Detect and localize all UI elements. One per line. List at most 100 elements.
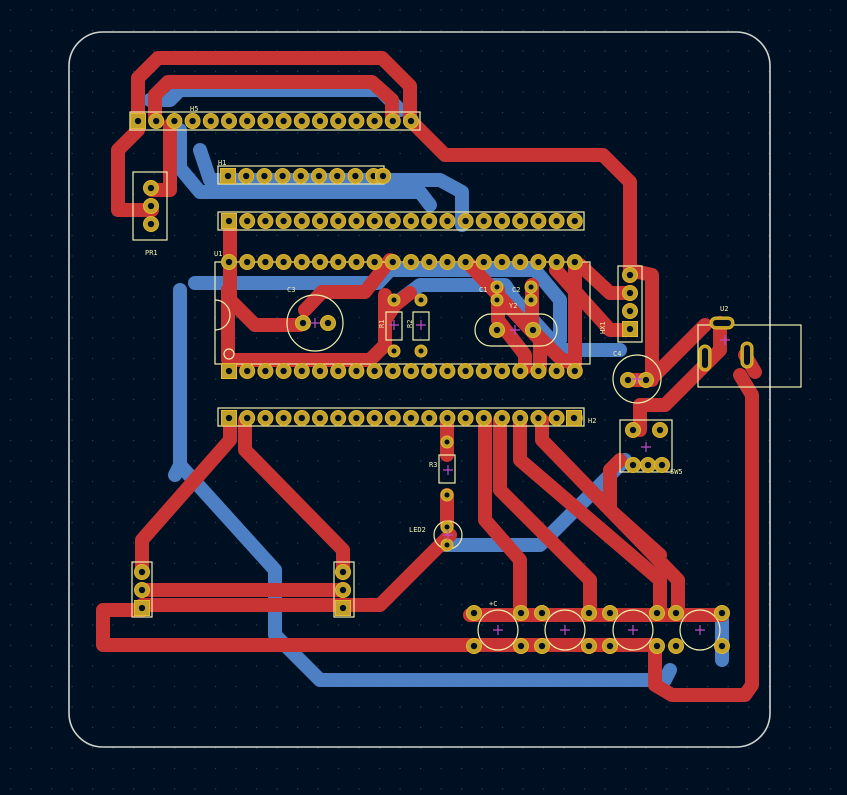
front-trace-1: [131, 51, 417, 127]
front-trace-2: [148, 75, 399, 127]
pad-cap-row-top-1-hole: [470, 609, 478, 617]
pad-u1-header-1-hole: [225, 217, 233, 225]
pad-cap-row-top-3-hole: [538, 609, 546, 617]
front-trace-18: [238, 413, 350, 577]
pad-u1-header-11-hole: [407, 217, 415, 225]
label-c3: C3: [287, 286, 295, 294]
center-marker-2: [389, 320, 399, 330]
silk-y2-outline: [474, 313, 558, 347]
pad-u1-header-13-hole: [444, 217, 451, 225]
pad-u1-bottom-20-hole: [571, 367, 578, 375]
pad-u1-header-9-hole: [371, 217, 378, 225]
pad-jr-2-hole: [339, 586, 347, 594]
front-trace-24: [478, 413, 527, 617]
back-trace-6: [168, 458, 187, 482]
pad-jl-1-hole: [138, 568, 146, 576]
pad-u1-top-9-hole: [371, 258, 378, 266]
pad-h5-5-hole: [207, 117, 214, 125]
pad-h2-19-hole: [553, 414, 560, 422]
pad-jl-2-hole: [138, 586, 146, 594]
pad-y2-1-hole: [493, 326, 501, 334]
pad-h5-4-hole: [189, 117, 196, 125]
pad-u1-bottom-17-hole: [517, 367, 524, 375]
silk-u1-body-outline: [214, 261, 591, 365]
pad-h2-12-hole: [426, 414, 433, 422]
pad-cap-row-bottom-4-hole: [585, 642, 593, 650]
pad-sw5-1-hole: [629, 426, 637, 434]
pad-r3-2-hole: [444, 492, 450, 498]
pad-cap-row-bottom-7-hole: [672, 642, 680, 650]
pad-u1-top-10-hole: [389, 258, 396, 266]
front-trace-26: [513, 413, 667, 617]
pad-u1-top-6-hole: [316, 258, 324, 266]
front-trace-29: [633, 316, 727, 437]
pad-u1-header-5-hole: [298, 217, 305, 225]
pad-c3-2-hole: [324, 319, 332, 327]
pad-u1-top-20-hole: [571, 258, 578, 266]
silk-cap-row-outline-1: [477, 609, 519, 651]
pads-layer: [130, 113, 754, 654]
pad-u1-header-10-hole: [389, 217, 396, 225]
pad-h5-16-hole: [407, 117, 415, 125]
pad-h2-9-hole: [371, 414, 378, 422]
silk-u1-pin1-dot: [223, 348, 235, 360]
front-trace-15: [525, 278, 582, 372]
pad-h2-10-hole: [389, 414, 396, 422]
pad-h5-2-hole: [153, 117, 160, 125]
pad-cap-row-bottom-8-hole: [718, 642, 726, 650]
pad-cap-row-bottom-5-hole: [606, 642, 614, 650]
center-marker-10: [493, 625, 503, 635]
pad-cap-row-bottom-3-hole: [538, 642, 546, 650]
pad-c3-1-hole: [299, 319, 307, 327]
pad-u2-2-hole: [702, 348, 708, 368]
silk-pr1-outline: [132, 171, 168, 241]
pad-u1-header-8-hole: [353, 217, 360, 225]
pad-cap-row-top-6-hole: [653, 609, 661, 617]
silk-jumper-left-outline: [131, 561, 153, 618]
pad-u1-header-6-hole: [316, 217, 324, 225]
pad-u1-top-17-hole: [517, 258, 524, 266]
pad-u1-top-14-hole: [462, 258, 469, 266]
label-h5: H5: [190, 105, 198, 113]
pad-u1-top-1-hole: [225, 258, 233, 266]
pad-u1-bottom-18-hole: [535, 367, 542, 375]
center-marker-7: [443, 465, 453, 475]
pad-u1-header-12-hole: [426, 217, 433, 225]
pad-u1-bottom-2-hole: [244, 367, 251, 375]
label-r2: R2: [406, 320, 414, 328]
label-sw5: SW5: [670, 468, 683, 476]
pad-u1-header-16-hole: [498, 217, 506, 225]
pad-jl-3-hole: [138, 604, 146, 612]
pad-hx-3-hole: [626, 307, 634, 315]
pad-h5-6-hole: [225, 117, 233, 125]
silk-r3-body: [438, 454, 456, 484]
pad-h5-13-hole: [353, 117, 360, 125]
pad-cap-row-top-5-hole: [606, 609, 614, 617]
pad-r2-2-hole: [418, 348, 424, 354]
pad-h5-9-hole: [280, 117, 287, 125]
pad-c1-2-hole: [494, 297, 500, 303]
center-marker-8: [443, 530, 453, 540]
pad-u1-top-2-hole: [244, 258, 251, 266]
pad-cap-row-bottom-2-hole: [517, 642, 525, 650]
pad-r1-1-hole: [391, 297, 397, 303]
pad-u1-bottom-4-hole: [280, 367, 287, 375]
center-marker-5: [632, 374, 642, 384]
pad-h5-7-hole: [244, 117, 251, 125]
pad-u1-bottom-14-hole: [462, 367, 469, 375]
label-c4: C4: [613, 350, 621, 358]
pad-u1-header-7-hole: [335, 217, 342, 225]
pad-led2-2-hole: [444, 542, 450, 548]
pad-u1-top-13-hole: [444, 258, 451, 266]
pad-h5-1-hole: [134, 117, 142, 125]
silk-r2-body: [412, 311, 430, 341]
pad-cap-row-top-7-hole: [672, 609, 680, 617]
pad-u1-top-4-hole: [280, 258, 287, 266]
pad-h1-3-hole: [261, 172, 268, 180]
pad-h1-2-hole: [243, 172, 250, 180]
pad-y2-2-hole: [529, 326, 537, 334]
front-trace-3: [403, 113, 637, 277]
pad-h2-16-hole: [498, 414, 506, 422]
label-y2: Y2: [509, 302, 517, 310]
reference-labels: H5 H1 U1 PR1 C3 R1 R2 C1 C2 Y2 HX1 C4 U2…: [145, 105, 728, 608]
